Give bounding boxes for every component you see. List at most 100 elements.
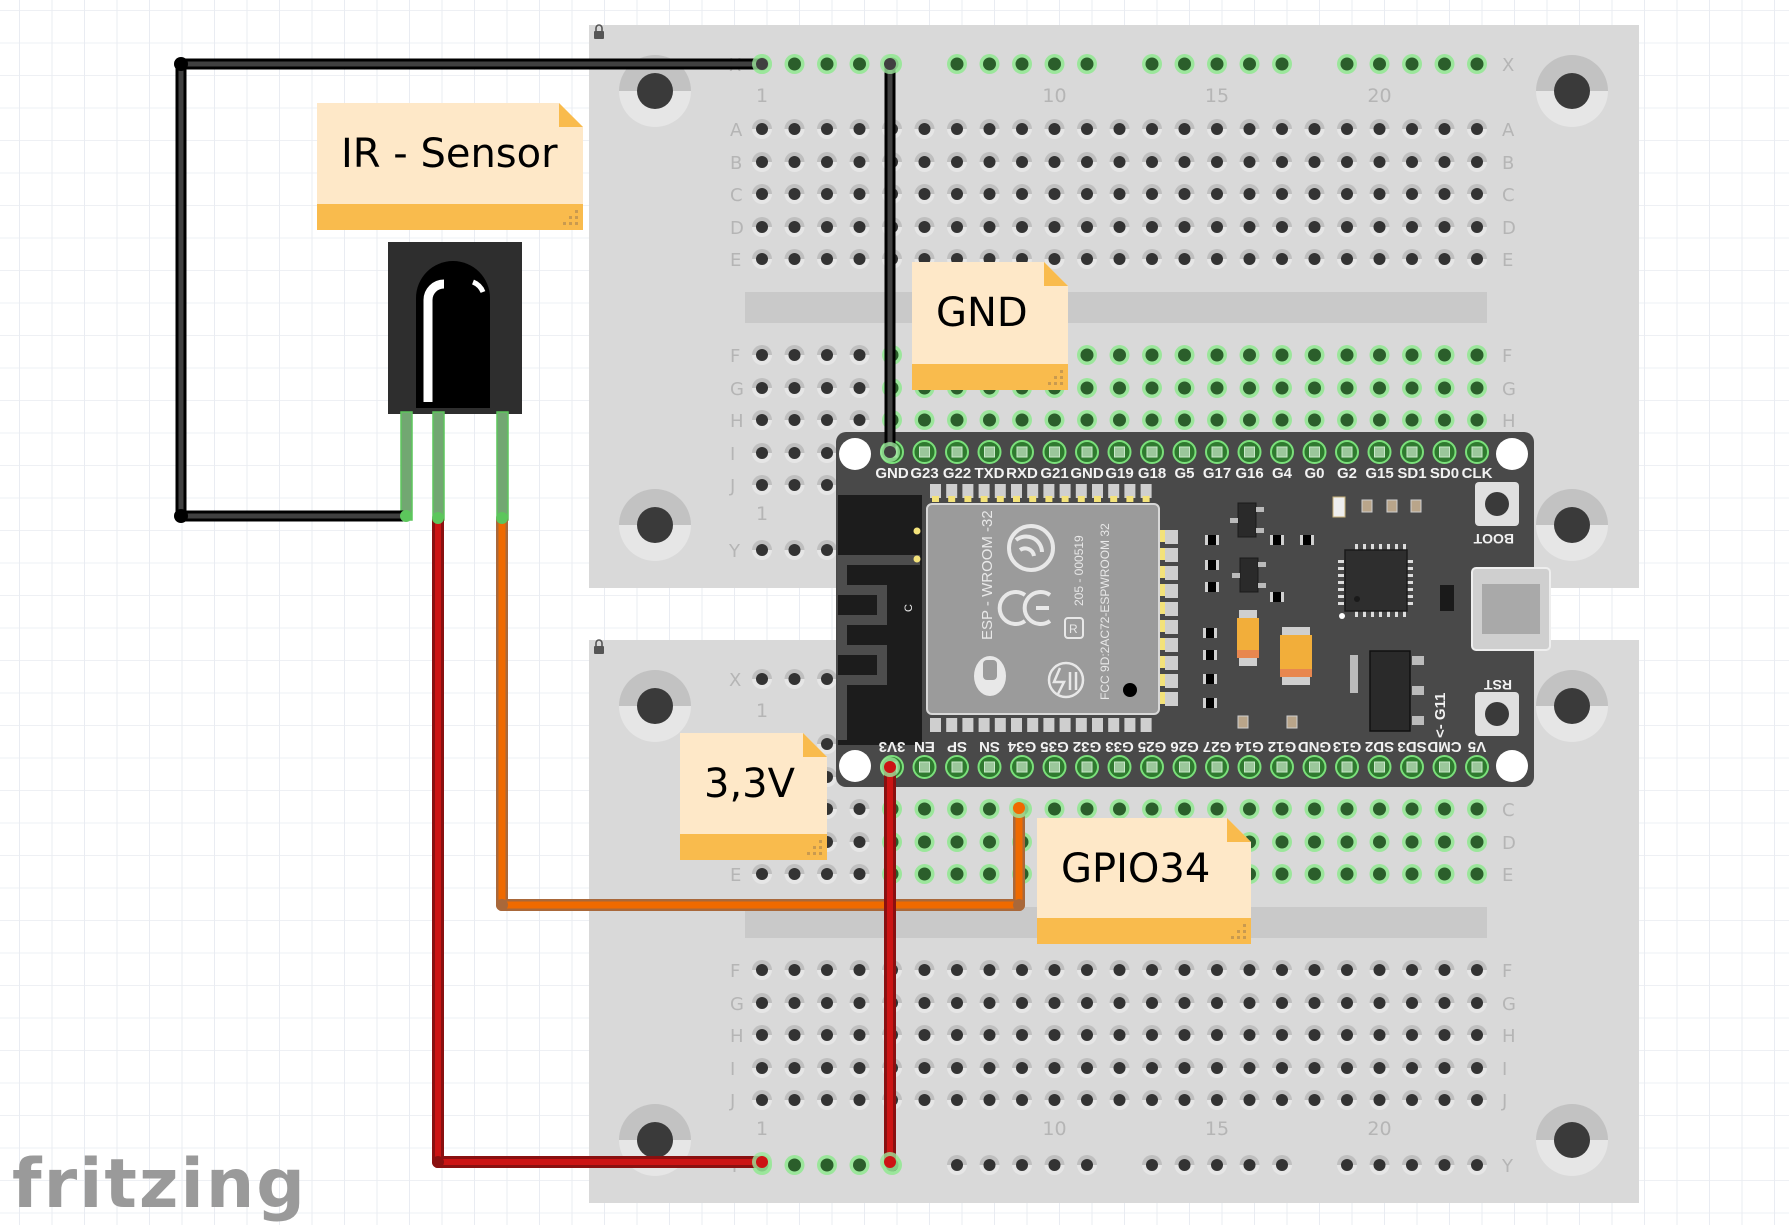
breadboard-hole[interactable] bbox=[1434, 119, 1455, 139]
breadboard-hole[interactable] bbox=[1174, 960, 1195, 980]
breadboard-hole[interactable] bbox=[849, 249, 870, 269]
esp32-pin-g21[interactable] bbox=[1042, 440, 1067, 464]
esp32-devkit-board[interactable]: C ESP - WROOM -32 205 - 000519 FCC 9D:2A… bbox=[836, 432, 1551, 787]
breadboard-hole[interactable] bbox=[817, 378, 837, 398]
breadboard-hole-connected[interactable] bbox=[1239, 345, 1260, 365]
breadboard-hole[interactable] bbox=[752, 378, 772, 398]
breadboard-hole[interactable] bbox=[1142, 1155, 1162, 1175]
breadboard-hole[interactable] bbox=[1174, 1090, 1195, 1110]
breadboard-hole[interactable] bbox=[784, 184, 805, 204]
breadboard-hole[interactable] bbox=[1337, 119, 1357, 139]
breadboard-hole[interactable] bbox=[784, 864, 805, 884]
breadboard-hole[interactable] bbox=[979, 1155, 1000, 1175]
breadboard-hole-connected[interactable] bbox=[1337, 864, 1357, 884]
wire-endpoint[interactable] bbox=[880, 54, 900, 74]
breadboard-hole[interactable] bbox=[1077, 1155, 1097, 1175]
breadboard-hole[interactable] bbox=[979, 152, 1000, 172]
breadboard-hole[interactable] bbox=[752, 1025, 772, 1045]
breadboard-hole[interactable] bbox=[817, 1025, 837, 1045]
esp32-pin-g5[interactable] bbox=[1172, 440, 1197, 464]
breadboard-hole[interactable] bbox=[1077, 1090, 1097, 1110]
breadboard-hole[interactable] bbox=[1142, 119, 1162, 139]
breadboard-hole[interactable] bbox=[817, 249, 837, 269]
breadboard-hole[interactable] bbox=[1207, 1025, 1227, 1045]
breadboard-hole[interactable] bbox=[1109, 217, 1130, 237]
esp32-pin-g13[interactable] bbox=[1335, 755, 1359, 779]
breadboard-hole-connected[interactable] bbox=[1077, 345, 1097, 365]
breadboard-hole-connected[interactable] bbox=[1077, 54, 1097, 74]
breadboard-hole[interactable] bbox=[1077, 184, 1097, 204]
breadboard-hole[interactable] bbox=[1402, 1058, 1422, 1078]
breadboard-hole[interactable] bbox=[979, 960, 1000, 980]
breadboard-hole[interactable] bbox=[1467, 1090, 1487, 1110]
breadboard-hole[interactable] bbox=[1369, 217, 1390, 237]
breadboard-hole[interactable] bbox=[1304, 119, 1325, 139]
breadboard-hole-connected[interactable] bbox=[947, 410, 967, 430]
breadboard-hole[interactable] bbox=[1434, 249, 1455, 269]
breadboard-hole[interactable] bbox=[1467, 960, 1487, 980]
breadboard-hole-connected[interactable] bbox=[1434, 378, 1455, 398]
breadboard-hole-connected[interactable] bbox=[1337, 378, 1357, 398]
breadboard-hole[interactable] bbox=[1174, 1155, 1195, 1175]
breadboard-hole[interactable] bbox=[817, 184, 837, 204]
breadboard-hole[interactable] bbox=[1272, 152, 1292, 172]
breadboard-hole-connected[interactable] bbox=[1467, 410, 1487, 430]
breadboard-hole[interactable] bbox=[784, 1090, 805, 1110]
breadboard-hole[interactable] bbox=[1304, 152, 1325, 172]
breadboard-hole-connected[interactable] bbox=[979, 54, 1000, 74]
breadboard-hole[interactable] bbox=[1337, 960, 1357, 980]
breadboard-hole[interactable] bbox=[784, 410, 805, 430]
breadboard-hole-connected[interactable] bbox=[1272, 345, 1292, 365]
breadboard-hole[interactable] bbox=[784, 669, 805, 689]
breadboard-hole[interactable] bbox=[1467, 1058, 1487, 1078]
esp32-pin-sd0[interactable] bbox=[1432, 440, 1457, 464]
breadboard-hole[interactable] bbox=[849, 799, 870, 819]
breadboard-hole[interactable] bbox=[1207, 184, 1227, 204]
breadboard-hole-connected[interactable] bbox=[914, 832, 935, 852]
breadboard-hole[interactable] bbox=[817, 1090, 837, 1110]
breadboard-hole[interactable] bbox=[817, 993, 837, 1013]
breadboard-hole-connected[interactable] bbox=[1304, 864, 1325, 884]
breadboard-hole[interactable] bbox=[1304, 960, 1325, 980]
breadboard-hole[interactable] bbox=[1337, 249, 1357, 269]
breadboard-hole[interactable] bbox=[849, 993, 870, 1013]
breadboard-hole[interactable] bbox=[752, 184, 772, 204]
breadboard-hole-connected[interactable] bbox=[1369, 864, 1390, 884]
breadboard-hole[interactable] bbox=[849, 1090, 870, 1110]
breadboard-hole[interactable] bbox=[817, 1058, 837, 1078]
breadboard-hole[interactable] bbox=[817, 669, 837, 689]
breadboard-hole[interactable] bbox=[1239, 1058, 1260, 1078]
breadboard-hole[interactable] bbox=[914, 119, 935, 139]
breadboard-hole[interactable] bbox=[1012, 217, 1032, 237]
breadboard-hole-connected[interactable] bbox=[1337, 54, 1357, 74]
breadboard-hole-connected[interactable] bbox=[1369, 54, 1390, 74]
breadboard-hole-connected[interactable] bbox=[1077, 410, 1097, 430]
breadboard-hole-connected[interactable] bbox=[1174, 54, 1195, 74]
breadboard-hole-connected[interactable] bbox=[1109, 410, 1130, 430]
breadboard-hole-connected[interactable] bbox=[1337, 410, 1357, 430]
breadboard-hole-connected[interactable] bbox=[1467, 345, 1487, 365]
esp32-pin-g19[interactable] bbox=[1107, 440, 1132, 464]
breadboard-hole-connected[interactable] bbox=[1239, 54, 1260, 74]
breadboard-hole-connected[interactable] bbox=[1109, 345, 1130, 365]
breadboard-hole[interactable] bbox=[849, 345, 870, 365]
breadboard-hole[interactable] bbox=[752, 993, 772, 1013]
breadboard-hole[interactable] bbox=[784, 119, 805, 139]
breadboard-hole[interactable] bbox=[1044, 119, 1065, 139]
breadboard-hole[interactable] bbox=[1077, 217, 1097, 237]
breadboard-hole[interactable] bbox=[849, 119, 870, 139]
breadboard-hole[interactable] bbox=[1044, 993, 1065, 1013]
breadboard-hole[interactable] bbox=[1012, 1025, 1032, 1045]
esp32-pin-sp[interactable] bbox=[945, 755, 969, 779]
breadboard-hole-connected[interactable] bbox=[1304, 378, 1325, 398]
breadboard-hole[interactable] bbox=[784, 443, 805, 463]
breadboard-hole[interactable] bbox=[1239, 1025, 1260, 1045]
breadboard-hole[interactable] bbox=[784, 540, 805, 560]
esp32-pin-g22[interactable] bbox=[945, 440, 969, 464]
breadboard-hole-connected[interactable] bbox=[1142, 799, 1162, 819]
breadboard-hole[interactable] bbox=[1142, 249, 1162, 269]
breadboard-hole[interactable] bbox=[947, 217, 967, 237]
esp32-pin-g12[interactable] bbox=[1270, 755, 1294, 779]
breadboard-hole[interactable] bbox=[979, 1025, 1000, 1045]
breadboard-hole[interactable] bbox=[1207, 1058, 1227, 1078]
